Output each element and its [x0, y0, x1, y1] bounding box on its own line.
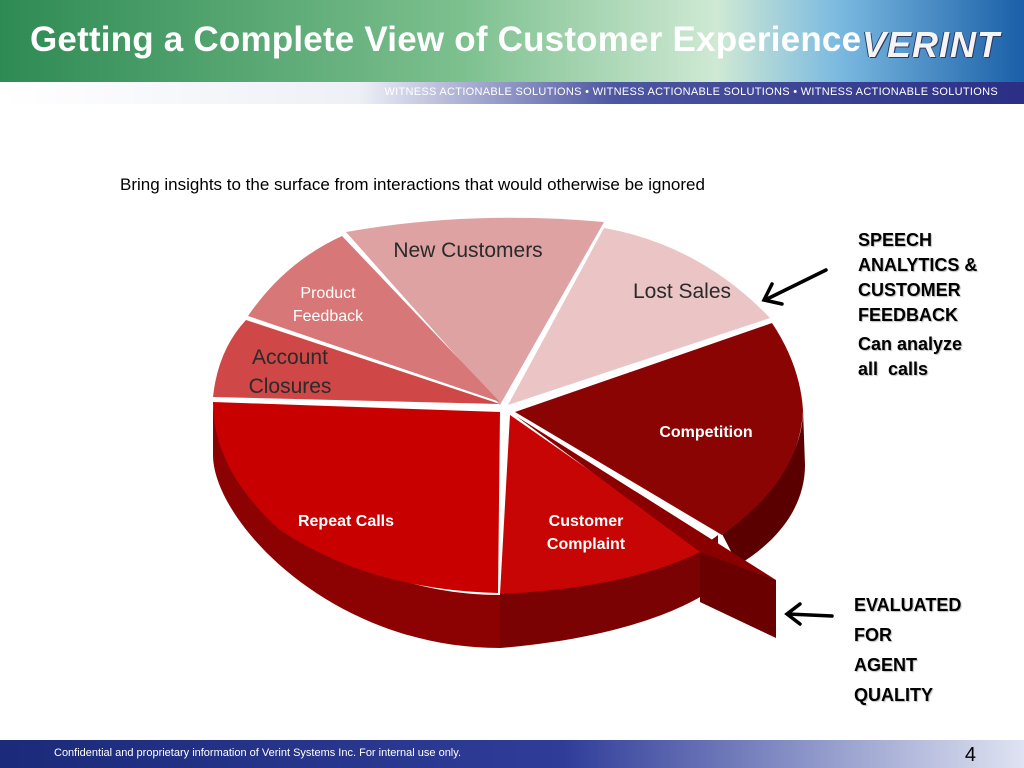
annotation-line: AGENT [854, 655, 917, 675]
slice-competition-wedge [516, 416, 776, 580]
tagline-text: WITNESS ACTIONABLE SOLUTIONS • WITNESS A… [384, 86, 998, 98]
footer-confidential-text: Confidential and proprietary information… [54, 747, 461, 759]
label-customer-complaint-2: Complaint [547, 536, 626, 553]
slice-customer-complaint [500, 415, 704, 594]
label-customer-complaint-1: Customer [549, 513, 624, 530]
slide-title: Getting a Complete View of Customer Expe… [30, 20, 862, 59]
arrow-to-lost-sales [761, 268, 828, 306]
footer-bar: Confidential and proprietary information… [0, 740, 1024, 768]
label-product-feedback-1: Product [300, 285, 356, 302]
annotation-line: FEEDBACK [858, 305, 959, 325]
annotation-line: Can analyze [858, 334, 963, 354]
pie-side-left [213, 403, 500, 648]
annotation-line: EVALUATED [854, 595, 962, 615]
annotation-speech-analytics: SPEECH ANALYTICS & CUSTOMER FEEDBACK [858, 228, 977, 328]
label-competition: Competition [659, 424, 752, 441]
slice-account-closures [213, 320, 500, 404]
annotation-evaluated: EVALUATED FOR AGENT QUALITY [854, 590, 961, 710]
annotation-line: CUSTOMER [858, 280, 961, 300]
slice-repeat-calls [213, 402, 500, 593]
pie-side-front [500, 535, 718, 648]
page-number: 4 [964, 744, 976, 766]
annotation-line: QUALITY [854, 685, 933, 705]
pie-side-wedge [700, 550, 776, 638]
tagline-band: WITNESS ACTIONABLE SOLUTIONS • WITNESS A… [0, 82, 1024, 104]
arrow-to-wedge [784, 602, 834, 626]
label-new-customers: New Customers [393, 239, 542, 262]
label-product-feedback-2: Feedback [293, 308, 364, 325]
label-lost-sales: Lost Sales [633, 280, 731, 303]
verint-logo: VERINT [862, 24, 1001, 65]
title-bar: Getting a Complete View of Customer Expe… [0, 0, 1024, 82]
annotation-line: FOR [854, 625, 892, 645]
slide-subtitle: Bring insights to the surface from inter… [120, 175, 705, 194]
annotation-line: SPEECH [858, 230, 933, 250]
annotation-line: all calls [858, 359, 929, 379]
label-repeat-calls: Repeat Calls [298, 513, 394, 530]
slice-new-customers [346, 217, 604, 405]
slice-product-feedback [248, 236, 500, 402]
pie-side-right [720, 410, 805, 565]
slice-competition [515, 323, 803, 535]
annotation-line: ANALYTICS & [858, 255, 978, 275]
annotation-can-analyze: Can analyze all calls [858, 332, 962, 382]
slice-lost-sales [508, 228, 770, 405]
label-account-closures-1: Account [252, 346, 328, 369]
label-account-closures-2: Closures [249, 375, 332, 398]
